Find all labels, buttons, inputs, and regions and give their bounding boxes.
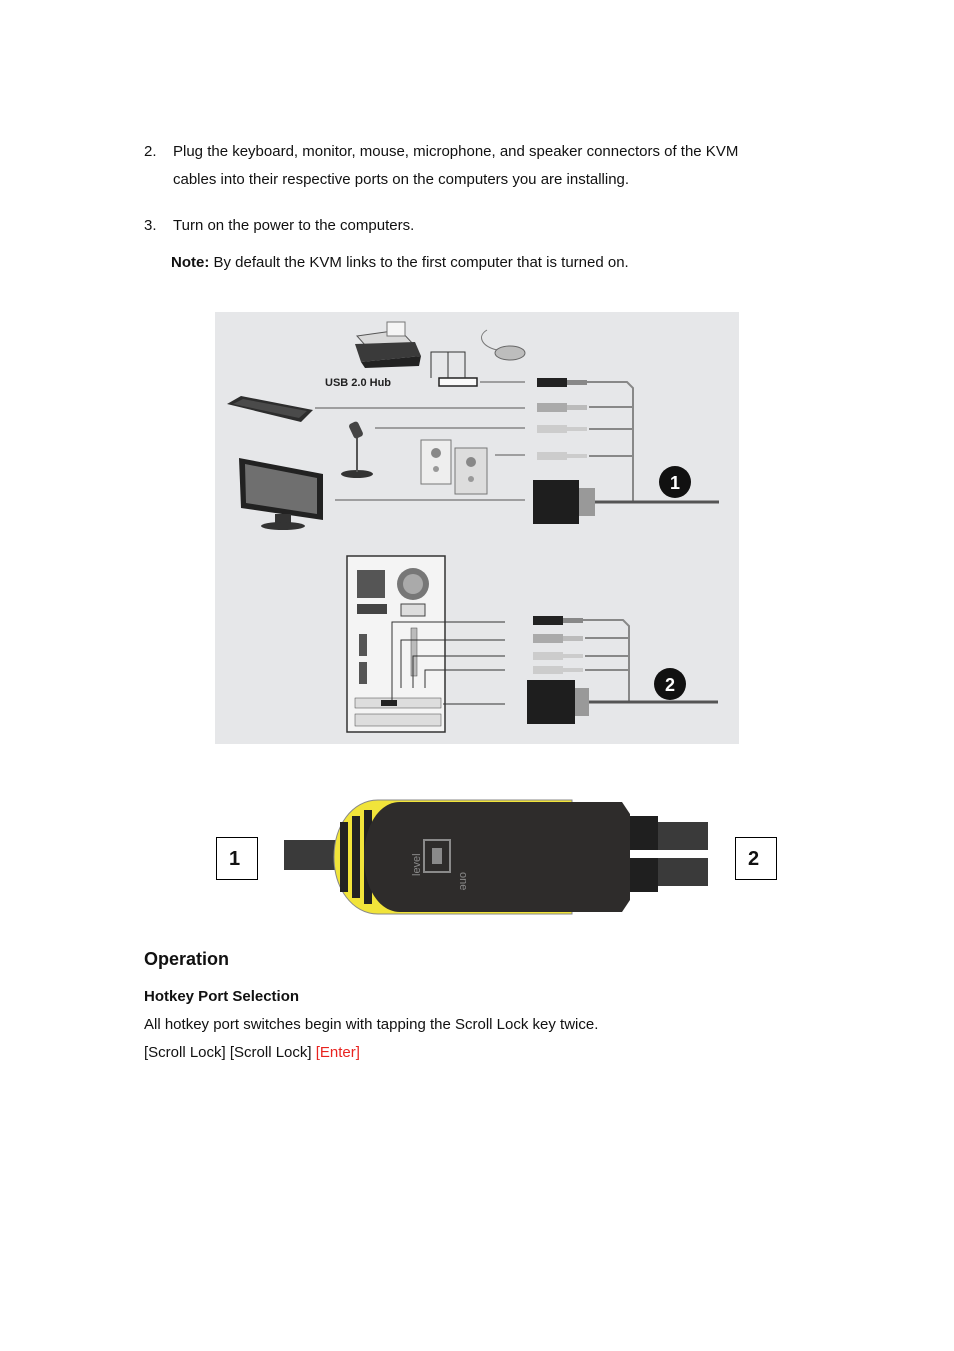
note-label: Note: (171, 254, 210, 271)
hotkey-sequence: [Scroll Lock] [Scroll Lock] [Enter] (144, 1043, 360, 1063)
kvm-connection-diagram: USB 2.0 Hub (215, 312, 739, 744)
hotkey-subheading: Hotkey Port Selection (144, 988, 300, 1005)
usb-hub-icon (430, 351, 525, 387)
port-1-badge (659, 466, 691, 498)
note-text: By default the KVM links to the first co… (209, 254, 629, 271)
levelone-logo (423, 839, 451, 873)
step-3-line-1: Turn on the power to the computers. (173, 217, 415, 234)
brand-level-text: level (411, 853, 423, 876)
hotkey-body: All hotkey port switches begin with tapp… (144, 1016, 599, 1033)
computer-tower-icon (346, 555, 505, 733)
step-2-line-1: Plug the keyboard, monitor, mouse, micro… (173, 143, 739, 160)
printer-icon (355, 321, 421, 368)
speakers-icon (420, 439, 525, 495)
hotkey-sequence-plain: [Scroll Lock] [Scroll Lock] (144, 1044, 316, 1061)
operation-heading: Operation (144, 949, 230, 969)
port-2-badge-label: 2 (665, 675, 675, 695)
usb-hub-label: USB 2.0 Hub (325, 377, 391, 389)
kvm-connectors-1 (533, 378, 719, 524)
kvm-adapter-illustration: level one (282, 796, 712, 918)
note: Note: By default the KVM links to the fi… (171, 253, 629, 273)
port-1-box: 1 (216, 837, 258, 880)
port-1-badge-label: 1 (670, 473, 680, 493)
kvm-connectors-2 (527, 616, 718, 724)
keyboard-icon (227, 396, 525, 422)
port-2-badge (654, 668, 686, 700)
port-2-box: 2 (735, 837, 777, 880)
hotkey-enter: [Enter] (315, 1044, 360, 1061)
step-2-number: 2. (144, 143, 157, 160)
mouse-icon (481, 329, 526, 361)
adapter-body (364, 802, 630, 912)
brand-one-text: one (457, 872, 469, 890)
step-2-line-2: cables into their respective ports on th… (173, 171, 630, 188)
step-3-number: 3. (144, 217, 157, 234)
right-plugs (630, 816, 708, 892)
monitor-icon (239, 458, 525, 530)
microphone-icon (341, 421, 525, 478)
